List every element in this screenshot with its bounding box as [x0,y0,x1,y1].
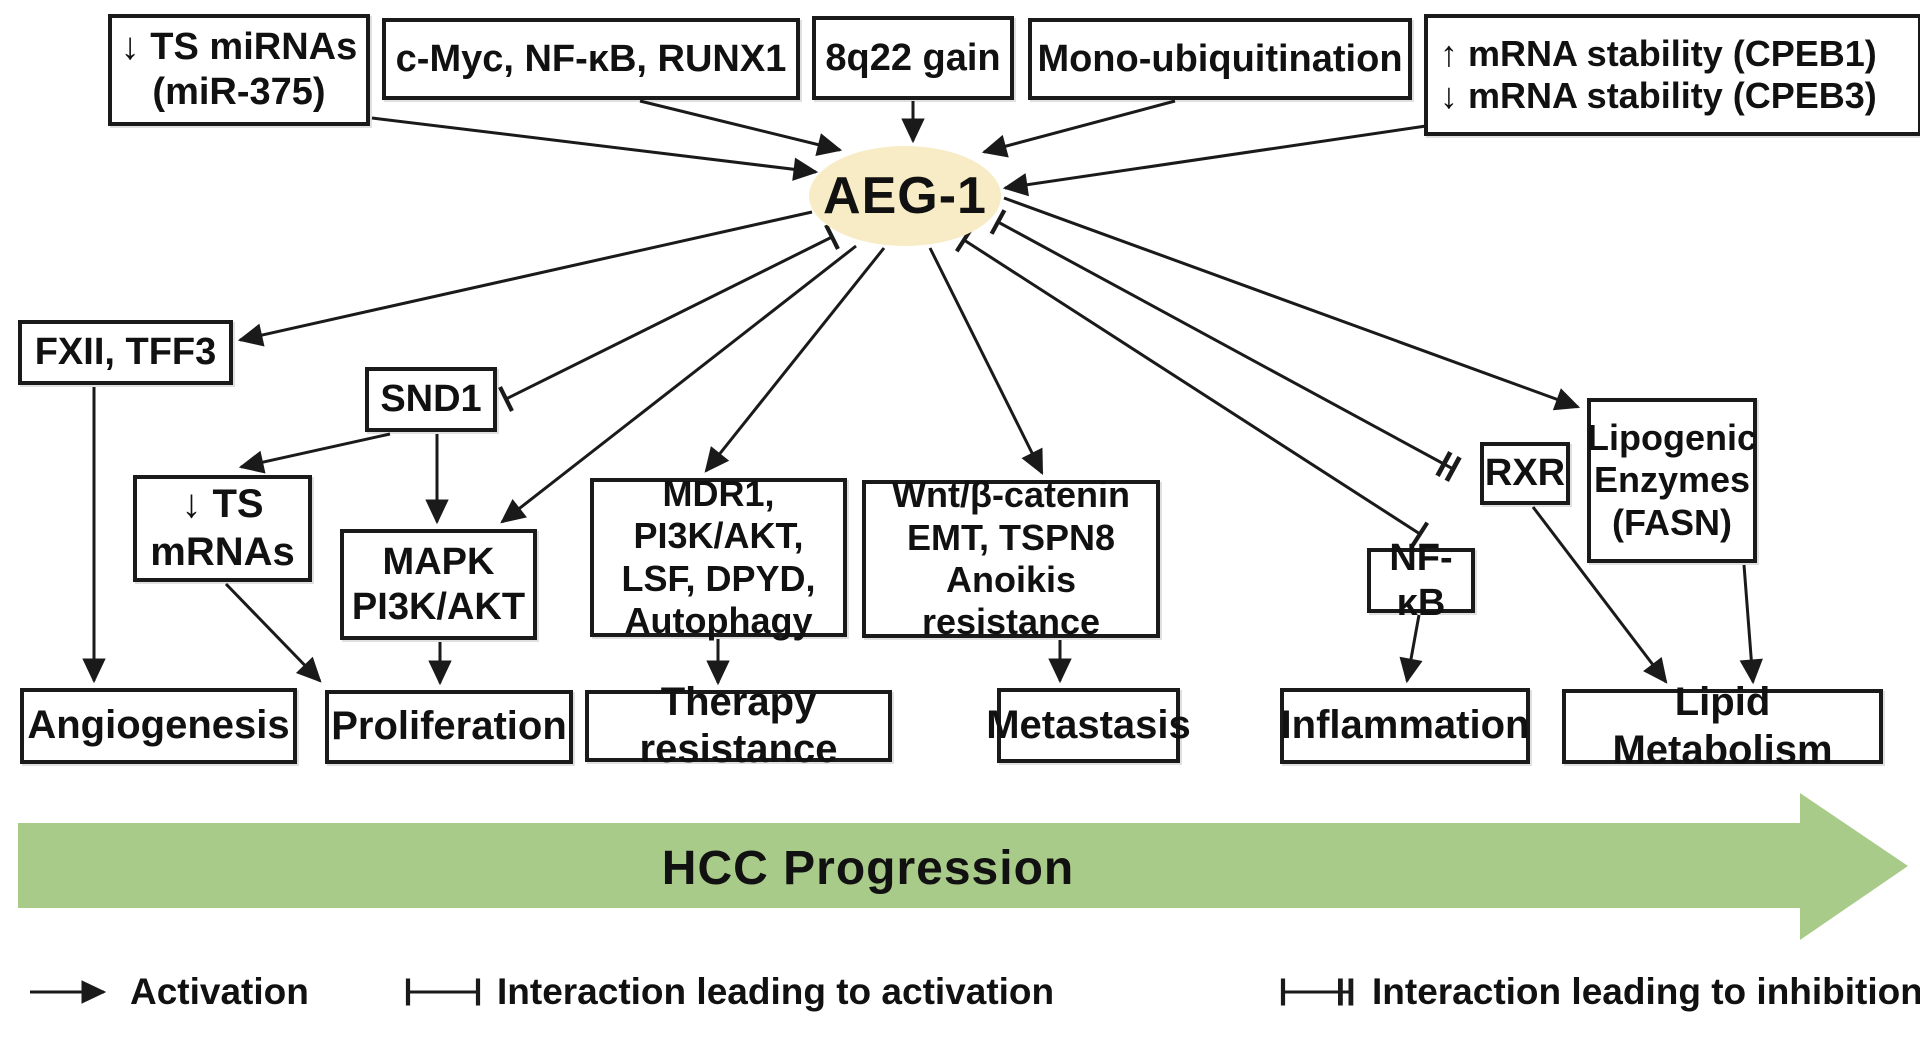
node-nfkb-line: NF-κB [1389,536,1453,624]
node-lipogenic-line: Lipogenic [1587,416,1757,458]
node-therapy-resistance: Therapy resistance [585,680,892,771]
hcc-progression-label: HCC Progression [661,841,1075,895]
edge-rxr-lipid [1531,506,1668,684]
node-wnt-line: EMT, TSPN8 [906,516,1116,558]
edge-snd1-tsmrnas [238,432,391,474]
legend-interaction-activation-label: Interaction leading to activation [497,971,1055,1012]
hcc-progression-arrow [18,793,1908,940]
node-wnt-line: Anoikis resistance [921,559,1101,643]
node-ts-mirnas: ↓ TS miRNAs (miR-375) [108,14,370,126]
node-lipid-line: Lipid Metabolism [1612,680,1833,772]
node-8q22-gain: 8q22 gain [812,16,1014,100]
edge-tsmirnas-aeg [371,116,819,181]
node-mono-ubiq-line: Mono-ubiquitination [1037,37,1403,80]
node-metastasis-line: Metastasis [986,702,1191,747]
edge-aeg-wnt [928,247,1044,476]
node-nfkb: NF-κB [1367,537,1475,624]
node-ts-mrnas-line: ↓ TS [181,482,264,527]
edge-lipogenic-lipid [1739,564,1763,685]
node-therapy-line: Therapy resistance [639,679,838,771]
node-inflammation: Inflammation [1280,688,1530,764]
edge-aeg-snd1 [498,223,840,413]
node-metastasis: Metastasis [986,688,1191,763]
edge-aeg-rxr [989,209,1462,483]
node-lipogenic-line: (FASN) [1612,501,1732,543]
node-proliferation: Proliferation [325,690,573,764]
node-ts-mrnas: ↓ TS mRNAs [133,475,312,582]
edge-tsmrnas-proliferation [224,582,322,683]
edge-nfkb-inflammation [1399,614,1423,684]
node-mdr1-line: LSF, DPYD, [621,557,816,599]
edge-cmyc-aeg [639,99,843,157]
edge-aeg-mapk [500,244,857,524]
node-proliferation-line: Proliferation [331,704,567,749]
node-mdr1-group: MDR1, PI3K/AKT, LSF, DPYD, Autophagy [590,473,847,641]
edge-mrnastab-aeg [1002,124,1427,197]
node-8q22-line: 8q22 gain [825,36,1001,79]
node-mono-ubiquitination: Mono-ubiquitination [1028,18,1412,100]
node-lipid-metabolism: Lipid Metabolism [1562,680,1883,772]
edge-aeg-lipogenic [1003,196,1581,411]
node-mdr1-line: Autophagy [624,599,813,641]
legend-interaction-inhibition-label: Interaction leading to inhibition [1372,971,1920,1012]
node-fxii-line: FXII, TFF3 [34,331,217,374]
node-mrna-stab-line: ↓ mRNA stability (CPEB3) [1440,75,1877,116]
node-ts-mrnas-line: mRNAs [150,529,295,574]
node-snd1-line: SND1 [380,378,482,421]
node-cmyc-nfkb-runx1: c-Myc, NF-κB, RUNX1 [382,18,800,100]
edge-aeg-mdr1 [704,247,886,473]
node-mapk-line: PI3K/AKT [351,585,526,628]
node-lipogenic-enzymes: Lipogenic Enzymes (FASN) [1587,398,1757,563]
node-ts-mirnas-line: ↓ TS miRNAs [120,26,358,69]
node-ts-mirnas-line: (miR-375) [152,71,326,113]
edge-aeg-fxii [237,210,813,347]
node-wnt-line: Wnt/β-catenin [892,474,1130,516]
node-mrna-stability: ↑ mRNA stability (CPEB1) ↓ mRNA stabilit… [1424,14,1920,136]
node-aeg1: AEG-1 [809,146,1001,246]
node-mapk-line: MAPK [382,540,495,583]
node-angiogenesis: Angiogenesis [20,688,297,764]
node-cmyc-line: c-Myc, NF-κB, RUNX1 [395,37,787,80]
node-snd1: SND1 [365,367,497,432]
node-mdr1-line: MDR1, PI3K/AKT, [633,472,804,557]
node-rxr-line: RXR [1484,452,1566,495]
node-rxr: RXR [1480,442,1570,505]
node-mapk-pi3k-akt: MAPK PI3K/AKT [340,529,537,640]
node-angiogenesis-line: Angiogenesis [27,703,290,748]
node-lipogenic-line: Enzymes [1593,459,1751,501]
legend-activation-label: Activation [130,971,309,1012]
node-wnt-group: Wnt/β-catenin EMT, TSPN8 Anoikis resista… [862,474,1160,642]
node-mrna-stab-line: ↑ mRNA stability (CPEB1) [1440,32,1877,74]
node-inflammation-line: Inflammation [1280,703,1530,748]
node-fxii-tff3: FXII, TFF3 [18,320,233,385]
edge-monoubiq-aeg [981,99,1176,158]
